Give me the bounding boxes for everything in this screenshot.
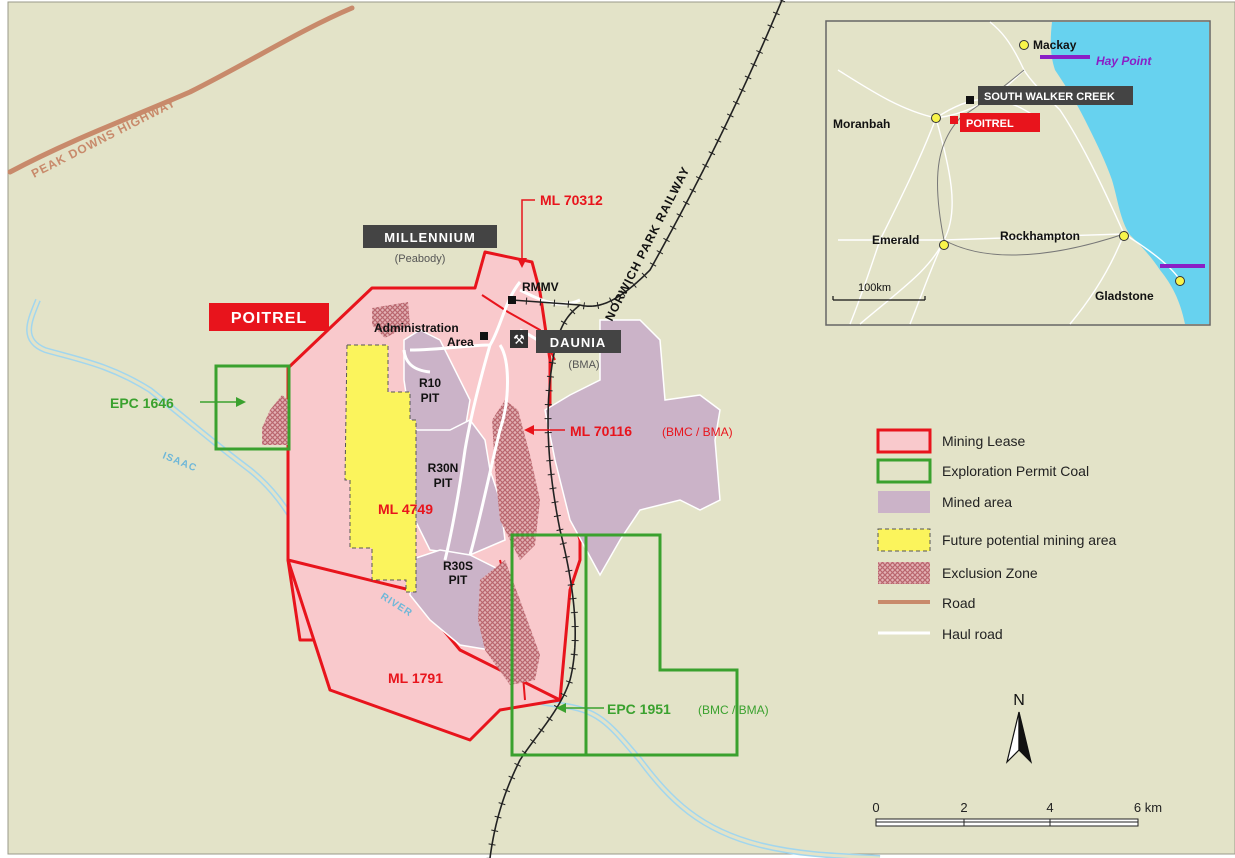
- inset-marker-south-walker: [966, 96, 974, 104]
- rmmv-label: RMMV: [522, 280, 559, 294]
- rmmv-marker: [508, 296, 516, 304]
- inset-label-mackay: Mackay: [1033, 38, 1077, 52]
- inset-scale-label: 100km: [858, 282, 891, 294]
- exclusion-zone-central: [492, 400, 540, 560]
- daunia-label: DAUNIA: [550, 335, 607, 350]
- legend-label-future: Future potential mining area: [942, 532, 1117, 548]
- ml-70312-leader: [521, 199, 535, 262]
- legend-label-mining-lease: Mining Lease: [942, 433, 1025, 449]
- legend-swatch-exploration: [876, 458, 932, 484]
- r10-pit-label-2: PIT: [421, 391, 440, 405]
- ml-70116-label: ML 70116: [570, 423, 632, 439]
- inset-map: Mackay Hay Point SOUTH WALKER CREEK Mora…: [825, 20, 1211, 326]
- railway-spur-ticks: [511, 296, 581, 309]
- epc-1646-arrowhead: [236, 397, 246, 407]
- peak-downs-highway: [7, 5, 355, 175]
- exclusion-zone-south: [478, 560, 540, 685]
- epc-1951-sub: (BMC / BMA): [698, 703, 769, 717]
- inset-label-poitrel: POITREL: [966, 118, 1014, 130]
- norwich-park-railway: [489, 0, 783, 858]
- millennium-label: MILLENNIUM: [384, 230, 476, 245]
- mined-area-daunia: [544, 319, 721, 577]
- r30n-pit-label-1: R30N: [428, 461, 459, 475]
- inset-label-south-walker: SOUTH WALKER CREEK: [984, 91, 1115, 103]
- legend-label-exploration: Exploration Permit Coal: [942, 463, 1089, 479]
- epc-1951-label: EPC 1951: [607, 701, 671, 717]
- inset-marker-poitrel: [950, 116, 958, 124]
- ml-1791-label: ML 1791: [388, 670, 443, 686]
- scale-tick-2: 2: [960, 800, 967, 815]
- inset-box-poitrel: [960, 113, 1040, 132]
- legend-label-haul-road: Haul road: [942, 626, 1003, 642]
- inset-label-moranbah: Moranbah: [833, 117, 890, 131]
- admin-label-2: Area: [447, 335, 474, 349]
- north-arrow-right: [1018, 711, 1033, 764]
- exclusion-zone-north: [372, 302, 410, 338]
- daunia-sub: (BMA): [568, 359, 599, 371]
- mine-icon: ⚒: [513, 332, 525, 347]
- inset-box-south-walker: [978, 86, 1133, 105]
- ml-70116-arrowhead: [524, 425, 534, 435]
- inset-label-rockhampton: Rockhampton: [1000, 229, 1080, 243]
- legend-label-mined: Mined area: [942, 494, 1012, 510]
- epc-1646-box: [214, 364, 291, 451]
- r30s-pit-label-1: R30S: [443, 559, 473, 573]
- haul-road-3: [468, 344, 509, 556]
- ml-70312-label: ML 70312: [540, 192, 603, 208]
- r30s-pit-label-2: PIT: [449, 573, 468, 587]
- poitrel-label: POITREL: [231, 310, 307, 327]
- daunia-box: [536, 330, 621, 353]
- ml-70312-arrowhead: [517, 258, 527, 268]
- scale-tick-4: 4: [1046, 800, 1053, 815]
- inset-label-emerald: Emerald: [872, 233, 919, 247]
- legend-swatch-mined: [878, 491, 930, 513]
- ml-70116-sub: (BMC / BMA): [662, 425, 733, 439]
- legend-swatch-mining-lease: [876, 428, 932, 454]
- poitrel-box: [209, 303, 329, 331]
- legend: Mining Lease Exploration Permit Coal Min…: [876, 428, 1117, 642]
- inset-dot-rockhampton: [1119, 231, 1129, 241]
- millennium-sub: (Peabody): [395, 253, 446, 265]
- exclusion-zone-west: [262, 395, 288, 445]
- north-arrow: N: [1005, 692, 1033, 764]
- epc-1951-arrowhead: [556, 703, 566, 713]
- r30n-pit-label-2: PIT: [434, 476, 453, 490]
- inset-dot-emerald: [939, 240, 949, 250]
- scale-bar: 0 2 4 6 km: [872, 800, 1162, 827]
- haul-road-2: [443, 344, 492, 561]
- ml-4749-label: ML 4749: [378, 501, 433, 517]
- r10-pit-label-1: R10: [419, 376, 441, 390]
- legend-swatch-exclusion: [878, 562, 930, 584]
- legend-swatch-future: [877, 528, 931, 552]
- admin-marker: [480, 332, 488, 340]
- admin-label-1: Administration: [374, 321, 459, 335]
- haul-road-6: [402, 349, 431, 374]
- inset-dot-mackay: [1019, 40, 1029, 50]
- scale-tick-0: 0: [872, 800, 879, 815]
- mine-marker: [510, 330, 528, 348]
- north-label: N: [1013, 692, 1025, 709]
- epc-1646-label: EPC 1646: [110, 395, 174, 411]
- legend-label-exclusion: Exclusion Zone: [942, 565, 1038, 581]
- inset-dot-moranbah: [931, 113, 941, 123]
- inset-label-gladstone: Gladstone: [1095, 289, 1154, 303]
- inset-dot-gladstone: [1175, 276, 1185, 286]
- future-mining-area: [344, 344, 417, 593]
- scale-tick-6: 6 km: [1134, 800, 1162, 815]
- inset-label-hay-point: Hay Point: [1096, 54, 1152, 68]
- millennium-box: [363, 225, 497, 248]
- legend-label-road: Road: [942, 595, 975, 611]
